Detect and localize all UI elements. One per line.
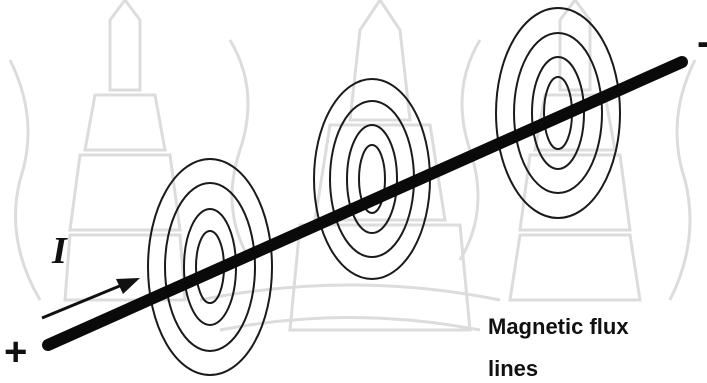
current-carrying-conductor	[48, 62, 682, 345]
flux-lines-label-line2: lines	[488, 358, 538, 380]
positive-terminal-label: +	[4, 332, 27, 372]
negative-terminal-label: -	[697, 22, 707, 62]
flux-lines-label-line1: Magnetic flux	[488, 316, 629, 338]
flux-ring-inner	[347, 125, 397, 233]
current-label: I	[52, 232, 67, 270]
